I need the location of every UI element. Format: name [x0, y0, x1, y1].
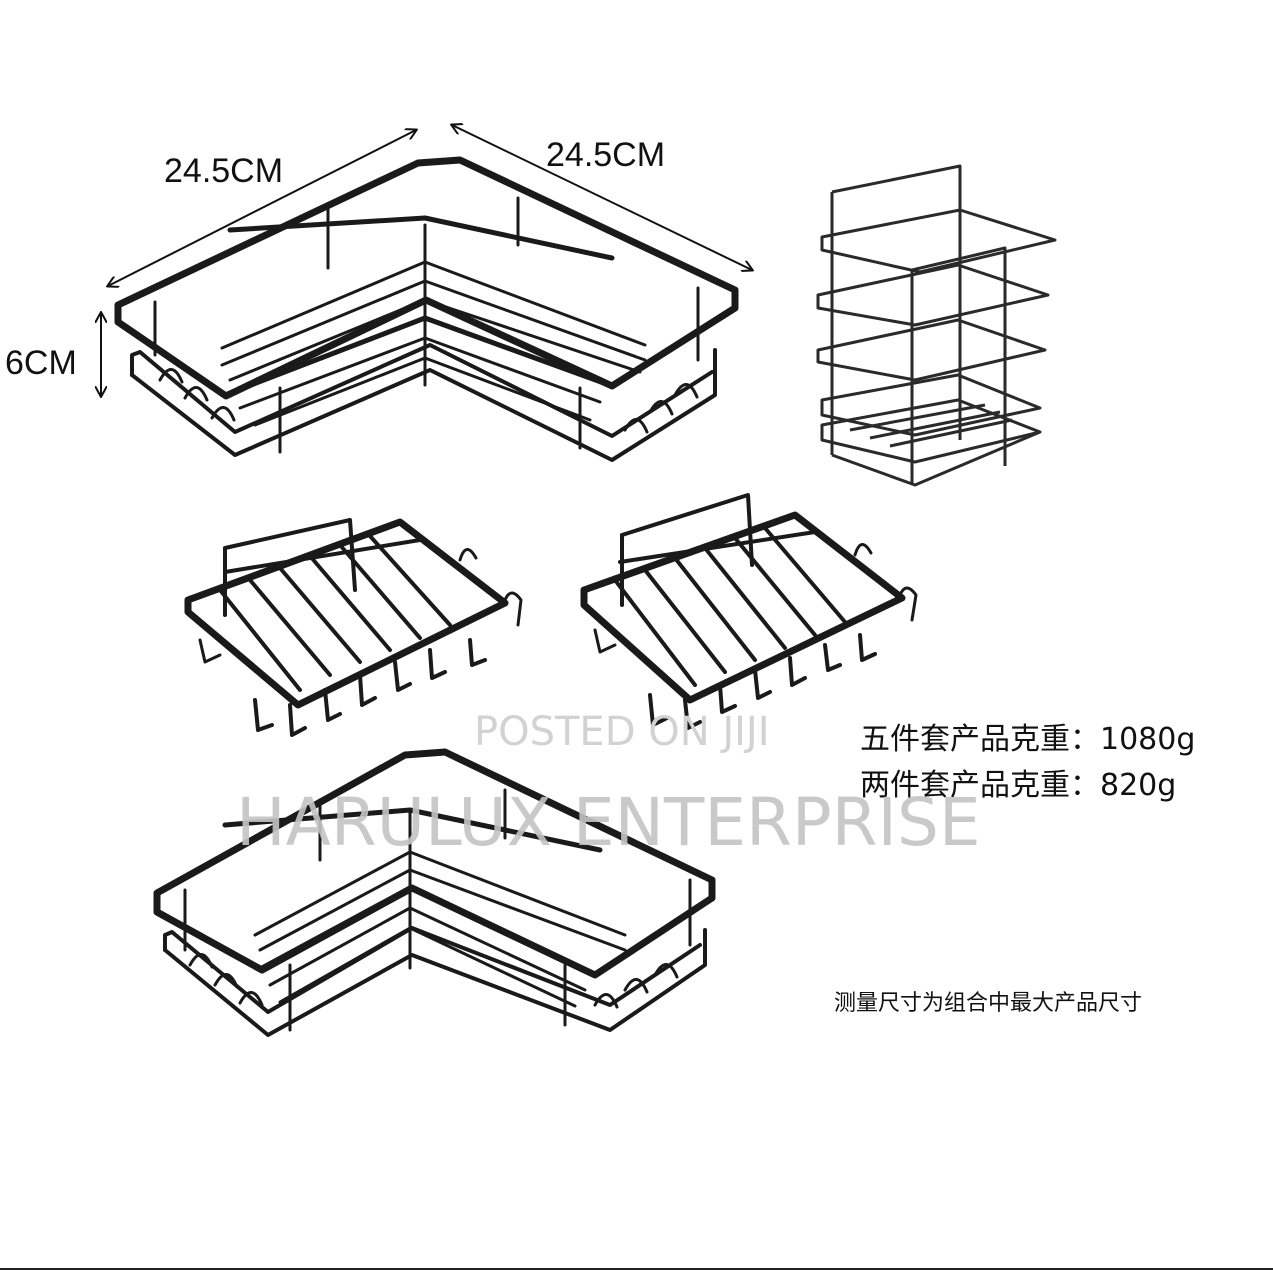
corner-shelf-top — [114, 156, 739, 462]
soap-dish-left — [184, 518, 523, 737]
brand-watermark: HARULUX ENTERPRISE — [236, 784, 981, 861]
tall-caddy — [816, 164, 1057, 487]
width-left-arrow — [108, 130, 416, 286]
posted-watermark: POSTED ON JIJI — [474, 709, 770, 755]
corner-shelf-bottom — [153, 748, 716, 1037]
dimension-arrows — [101, 125, 752, 396]
five-piece-weight: 五件套产品克重：1080g — [860, 722, 1196, 757]
bottom-divider — [0, 1268, 1273, 1270]
two-piece-weight: 两件套产品克重：820g — [860, 768, 1177, 803]
soap-dish-right — [580, 493, 918, 730]
width-right-arrow — [452, 125, 752, 270]
measurement-note: 测量尺寸为组合中最大产品尺寸 — [834, 991, 1143, 1016]
width-left-label: 24.5CM — [164, 152, 284, 190]
width-right-label: 24.5CM — [546, 136, 666, 174]
height-label: 6CM — [5, 344, 77, 382]
